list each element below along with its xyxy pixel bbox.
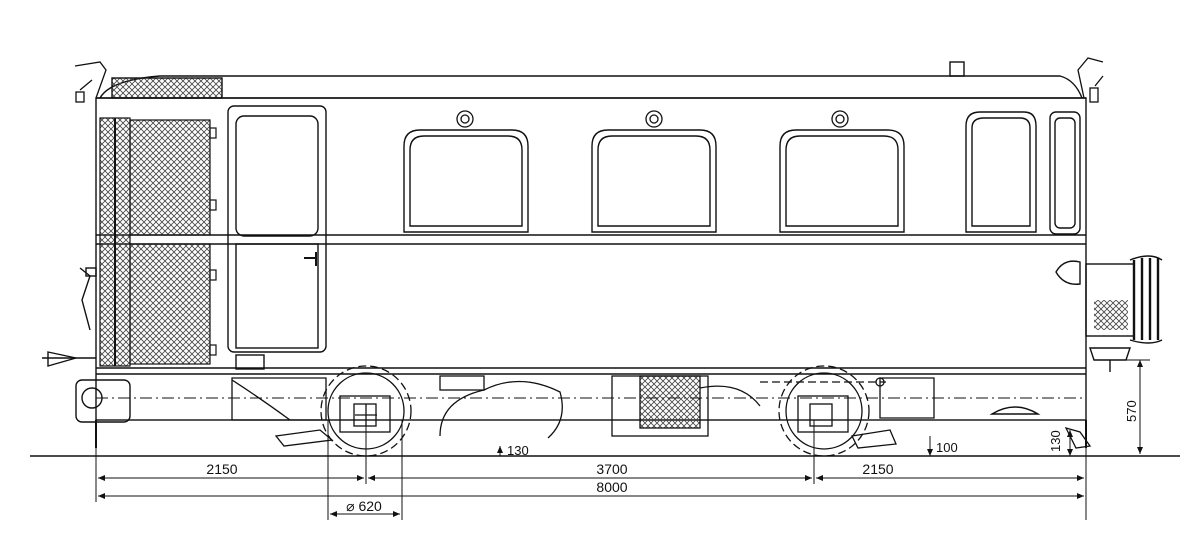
lower-grille-mesh (129, 243, 211, 365)
dim-overhang-right: 2150 (862, 461, 893, 477)
dim-wheel-diameter: ⌀ 620 (346, 498, 382, 514)
step-plate (989, 406, 1041, 415)
dimension-labels: 2150 3700 2150 8000 ⌀ 620 130 100 130 57… (206, 400, 1139, 514)
dim-overhang-left: 2150 (206, 461, 237, 477)
car-body (95, 97, 1087, 421)
underframe (231, 375, 1092, 449)
right-wheelset (760, 365, 886, 457)
roof-ventilators (456, 110, 849, 128)
roof (96, 61, 1086, 99)
dim-clearance-buffer: 130 (1048, 430, 1063, 452)
passenger-windows (403, 129, 905, 233)
dim-clearance-frame: 100 (936, 440, 958, 455)
dim-buffer-height: 570 (1124, 400, 1139, 422)
dim-clearance-axle: 130 (507, 443, 529, 458)
roof-vent-mesh (111, 77, 223, 99)
dim-wheelbase: 3700 (596, 461, 627, 477)
roof-lamp (949, 61, 965, 77)
headlamp (1055, 260, 1081, 285)
left-end-fittings (74, 61, 107, 103)
dim-total-length: 8000 (596, 479, 627, 495)
left-end-equipment (42, 267, 131, 448)
dimension-lines (95, 359, 1150, 520)
upper-grille-mesh (129, 119, 211, 236)
left-end-grille (99, 117, 217, 367)
right-end-fittings (1077, 57, 1104, 103)
door-handle (304, 252, 317, 266)
right-end-equipment (1055, 255, 1163, 372)
right-end-windows (965, 111, 1081, 415)
entry-door (227, 105, 327, 370)
